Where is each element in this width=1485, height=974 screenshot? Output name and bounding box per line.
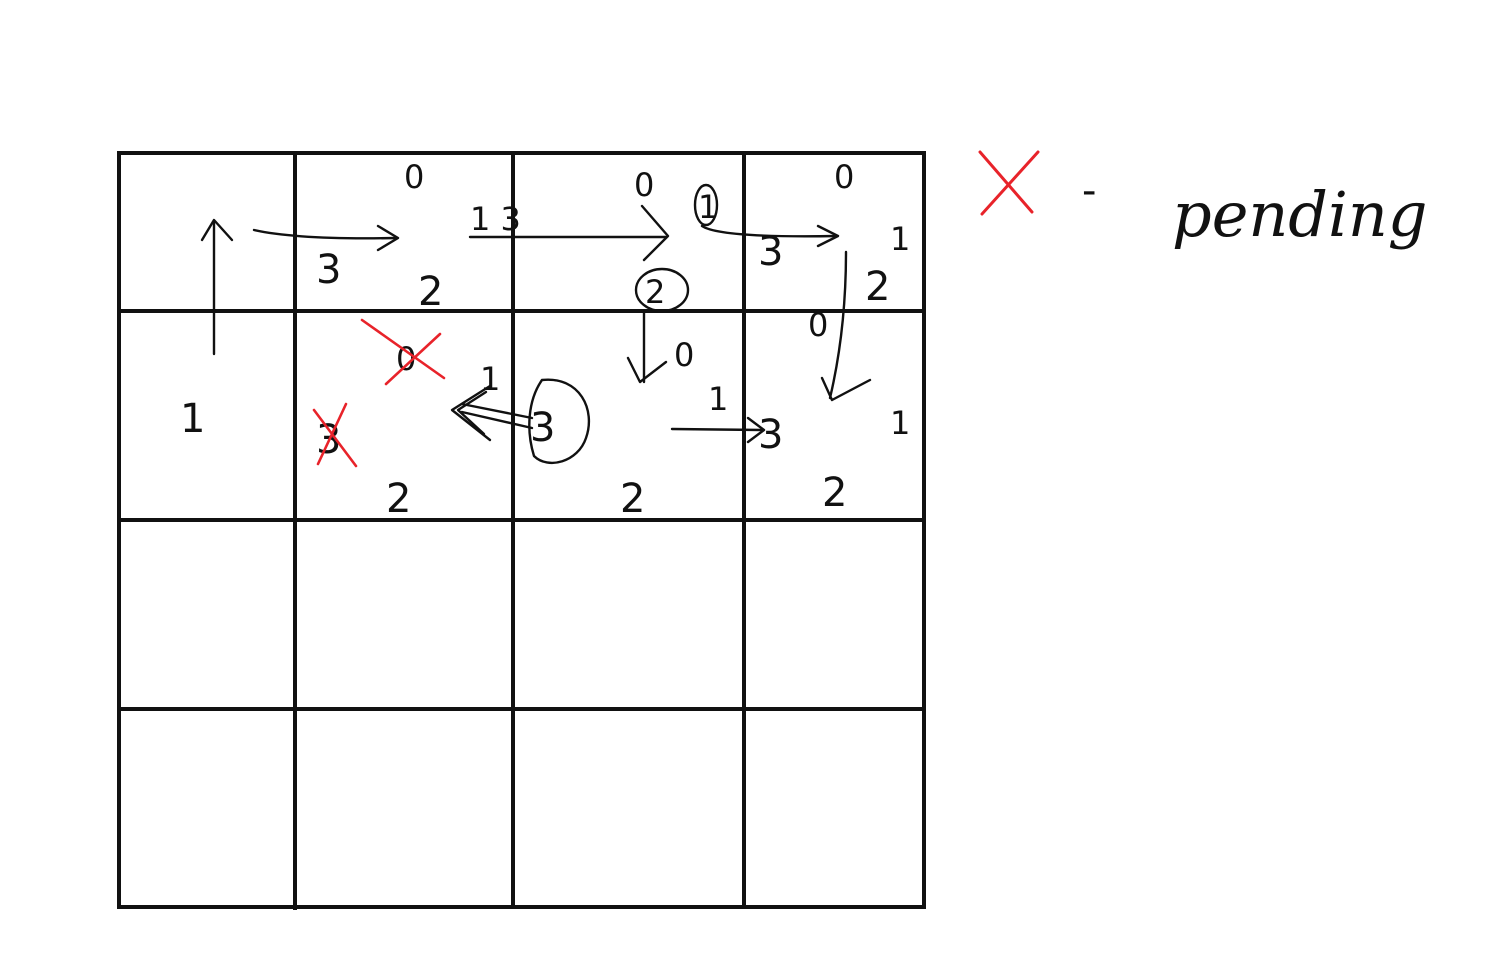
cell-label-left: 3 [316,247,341,293]
cell-label-right: 1 [890,404,910,442]
cell-label-left: 1 3 [470,200,521,238]
cell-label-right: 1 [698,188,718,226]
arrow-right-icon [700,224,840,248]
cell-label-right: 1 [708,380,728,418]
bottom-circle [634,267,690,313]
arrow-right-icon [252,224,400,252]
cell-label-center: 1 [180,396,205,442]
arrows [200,204,872,444]
cell-label-bottom: 2 [418,269,443,315]
cell-label-right: 1 [480,360,500,398]
cell-label-bottom: 2 [865,264,890,310]
right-circle [693,183,719,227]
pending-cross-icon [978,150,1040,216]
cell-r0c2: 0 1 3 2 1 [470,166,719,313]
cell-r1c0: 1 [180,396,205,442]
arrow-down-icon [626,310,668,384]
cell-label-top: 0 [674,336,694,374]
grid-border [117,151,926,909]
pending-cross-icon [360,318,446,386]
cell-label-bottom: 2 [645,273,665,311]
cell-label-top: 0 [404,158,424,196]
cell-r0c1: 0 3 2 [316,158,443,315]
legend-dash: - [1082,168,1096,214]
grid [117,151,926,910]
legend-pending-label: pending [1172,178,1427,251]
arrow-down-icon [820,250,872,402]
arrow-right-icon [468,204,670,262]
left-circle [528,378,591,465]
cell-r1c2: 0 3 1 2 [528,336,728,522]
arrow-left-icon [450,384,534,442]
cell-label-top: 0 [808,306,828,344]
cell-label-left: 3 [758,412,783,458]
arrow-up-icon [200,218,234,356]
cell-r1c3: 0 3 1 2 [758,306,910,516]
cell-label-left: 3 [530,405,555,451]
arrow-right-icon [670,416,766,444]
cell-label-top: 0 [634,166,654,204]
cell-label-bottom: 2 [386,476,411,522]
legend: - pending [978,150,1427,251]
cell-label-right: 1 [890,220,910,258]
cell-r1c1: 0 3 1 2 [312,318,500,522]
cell-label-bottom: 2 [822,470,847,516]
cell-label-bottom: 2 [620,476,645,522]
cell-label-top: 0 [834,158,854,196]
pending-cross-icon [312,402,358,468]
